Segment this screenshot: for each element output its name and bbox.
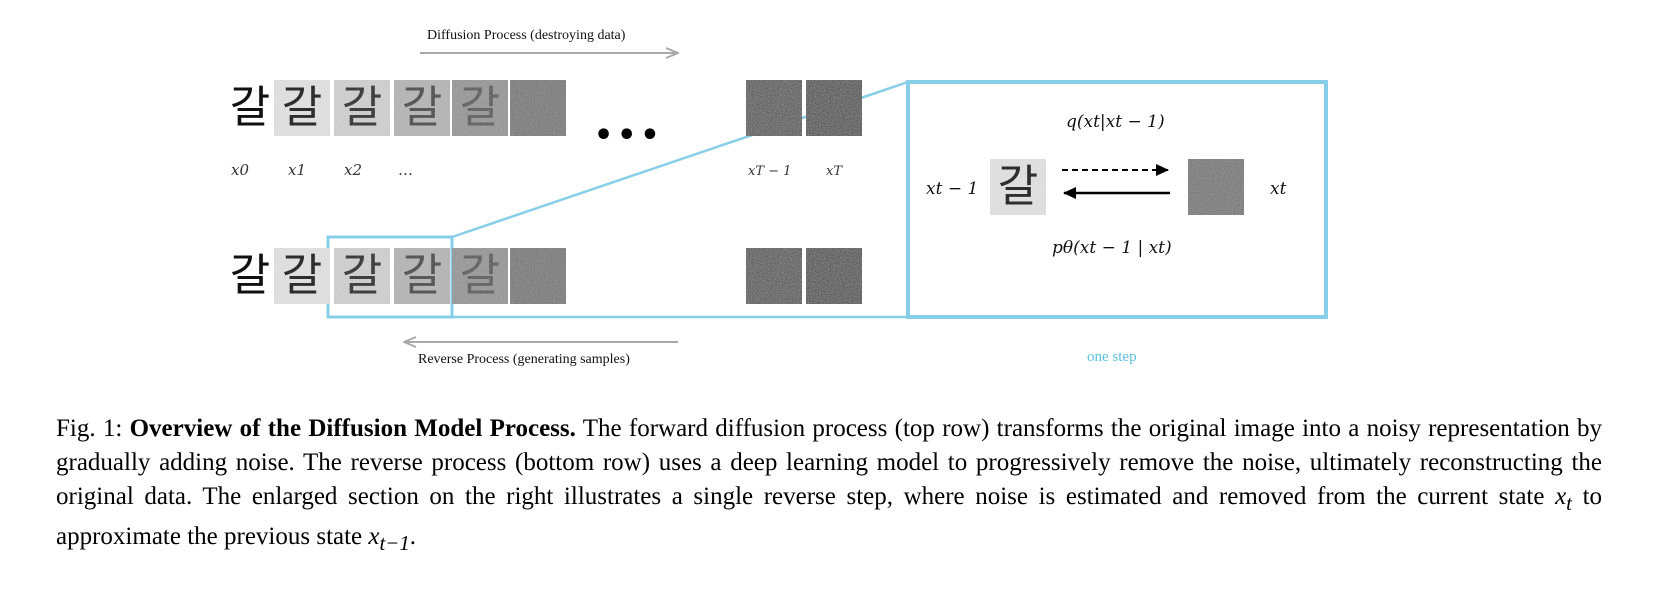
noise-overlay	[510, 80, 566, 136]
noise-overlay	[452, 248, 508, 304]
caption-prefix: Fig. 1:	[56, 415, 123, 442]
forward-process-label: Diffusion Process (destroying data)	[427, 28, 626, 43]
label-xT: xT	[826, 164, 843, 179]
caption-end: .	[409, 523, 417, 550]
noise-texture	[334, 248, 390, 304]
caption-var-xt-1: xt−1	[368, 523, 410, 555]
noise-texture	[806, 80, 862, 136]
glyph: 갈	[229, 82, 271, 133]
noise-overlay	[806, 248, 862, 304]
noise-texture	[510, 248, 566, 304]
label-x0: x0	[231, 161, 250, 179]
noise-texture	[1188, 159, 1244, 215]
ellipsis: •••	[594, 118, 664, 153]
reverse-tile-4: 갈	[452, 248, 508, 304]
reverse-tile-7: 갈	[806, 248, 862, 304]
noise-overlay	[394, 80, 450, 136]
one-step-label: one step	[1087, 349, 1137, 365]
diagram-canvas	[326, 0, 1328, 420]
reverse-tile-3: 갈	[394, 248, 450, 304]
reverse-tile-2: 갈	[334, 248, 390, 304]
caption-var-xt: xt	[1555, 483, 1572, 515]
forward-tile-4: 갈	[452, 80, 508, 136]
forward-tile-7: 갈	[806, 80, 862, 136]
noise-overlay	[334, 80, 390, 136]
noise-texture	[806, 248, 862, 304]
forward-tile-2: 갈	[334, 80, 390, 136]
noise-texture	[746, 248, 802, 304]
noise-overlay	[274, 80, 330, 136]
noise-overlay	[394, 248, 450, 304]
noise-overlay	[334, 248, 390, 304]
diffusion-diagram: Diffusion Process (destroying data) Reve…	[222, 0, 1328, 420]
noise-overlay	[806, 80, 862, 136]
noise-overlay	[746, 80, 802, 136]
noise-overlay	[746, 248, 802, 304]
noise-texture	[990, 159, 1046, 215]
step-right-label: xt	[1270, 179, 1287, 199]
label-xT-minus-1: xT − 1	[748, 164, 792, 179]
p-label: pθ(xt − 1 | xt)	[1052, 238, 1172, 258]
label-ellipsis: …	[398, 161, 413, 179]
forward-tile-0: 갈	[222, 80, 278, 136]
step-box	[906, 80, 1328, 319]
forward-tile-3: 갈	[394, 80, 450, 136]
forward-tile-1: 갈	[274, 80, 330, 136]
step-tile-left: 갈	[990, 159, 1046, 215]
forward-tile-5: 갈	[510, 80, 566, 136]
caption-body: The forward diffusion process (top row) …	[56, 415, 1602, 510]
noise-texture	[452, 248, 508, 304]
reverse-process-label: Reverse Process (generating samples)	[418, 352, 630, 367]
noise-overlay	[510, 248, 566, 304]
forward-tile-6: 갈	[746, 80, 802, 136]
step-tile-right: 갈	[1188, 159, 1244, 215]
noise-texture	[452, 80, 508, 136]
noise-overlay	[452, 80, 508, 136]
noise-texture	[334, 80, 390, 136]
q-label: q(xt|xt − 1)	[1066, 112, 1165, 132]
noise-texture	[274, 248, 330, 304]
figure-caption: Fig. 1: Overview of the Diffusion Model …	[56, 412, 1602, 560]
noise-texture	[394, 80, 450, 136]
noise-texture	[274, 80, 330, 136]
reverse-tile-0: 갈	[222, 248, 278, 304]
caption-title: Overview of the Diffusion Model Process.	[129, 415, 576, 442]
label-x1: x1	[288, 161, 307, 179]
step-left-label: xt − 1	[926, 179, 979, 199]
noise-texture	[394, 248, 450, 304]
label-x2: x2	[344, 161, 363, 179]
reverse-tile-5: 갈	[510, 248, 566, 304]
glyph: 갈	[229, 250, 271, 301]
noise-overlay	[274, 248, 330, 304]
reverse-tile-6: 갈	[746, 248, 802, 304]
noise-texture	[746, 80, 802, 136]
reverse-tile-1: 갈	[274, 248, 330, 304]
noise-texture	[510, 80, 566, 136]
caption-mid: to approximate the previous state	[56, 483, 1603, 550]
noise-overlay	[1188, 159, 1244, 215]
noise-overlay	[990, 159, 1046, 215]
